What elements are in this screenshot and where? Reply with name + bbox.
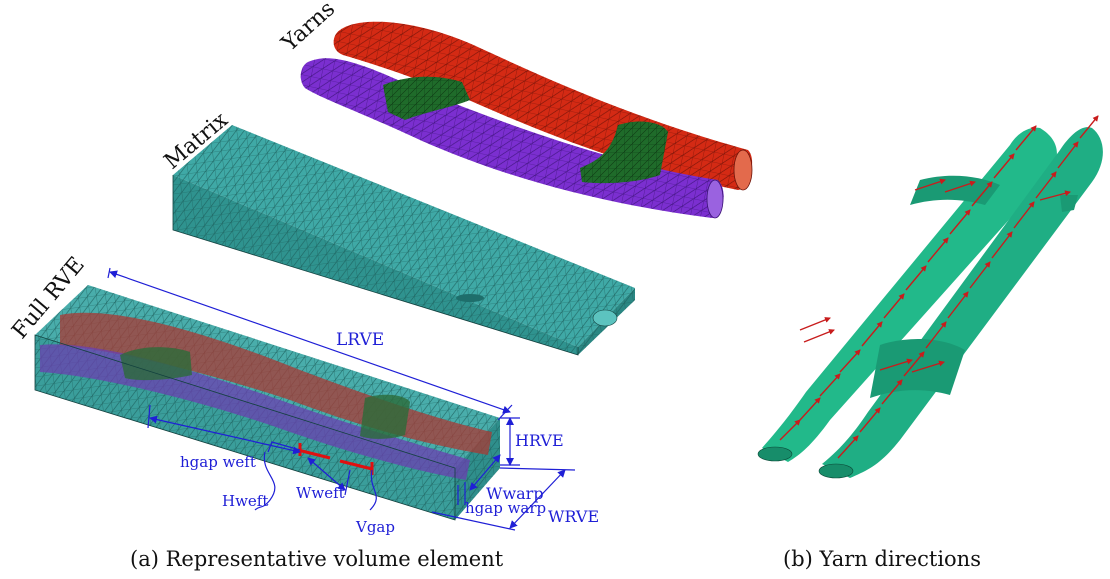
dimension-lines — [107, 267, 576, 531]
label-h-gap-warp: hgap warp — [465, 499, 546, 517]
yarns-group: Yarns — [277, 0, 753, 219]
label-v-gap: Vgap — [355, 518, 395, 536]
label-w-warp: Wwarp — [486, 484, 544, 503]
binder-band-2 — [870, 338, 965, 398]
caption-b: (b) Yarn directions — [783, 547, 981, 571]
rve-binder-2 — [360, 394, 410, 439]
caption-a: (a) Representative volume element — [130, 547, 504, 571]
label-h-gap-weft: hgap weft — [180, 453, 256, 471]
label-h-weft: Hweft — [222, 492, 268, 510]
label-w-weft: Wweft — [296, 484, 345, 502]
direction-arrows — [779, 115, 1099, 459]
label-yarns: Yarns — [277, 0, 340, 57]
rve-binder-1 — [120, 347, 192, 381]
binder-band-1 — [910, 175, 1000, 205]
label-w-rve: WRVE — [548, 507, 599, 526]
yarn-directions-group — [757, 115, 1103, 479]
label-l-rve: LRVE — [336, 330, 384, 350]
label-h-rve: HRVE — [515, 431, 564, 450]
